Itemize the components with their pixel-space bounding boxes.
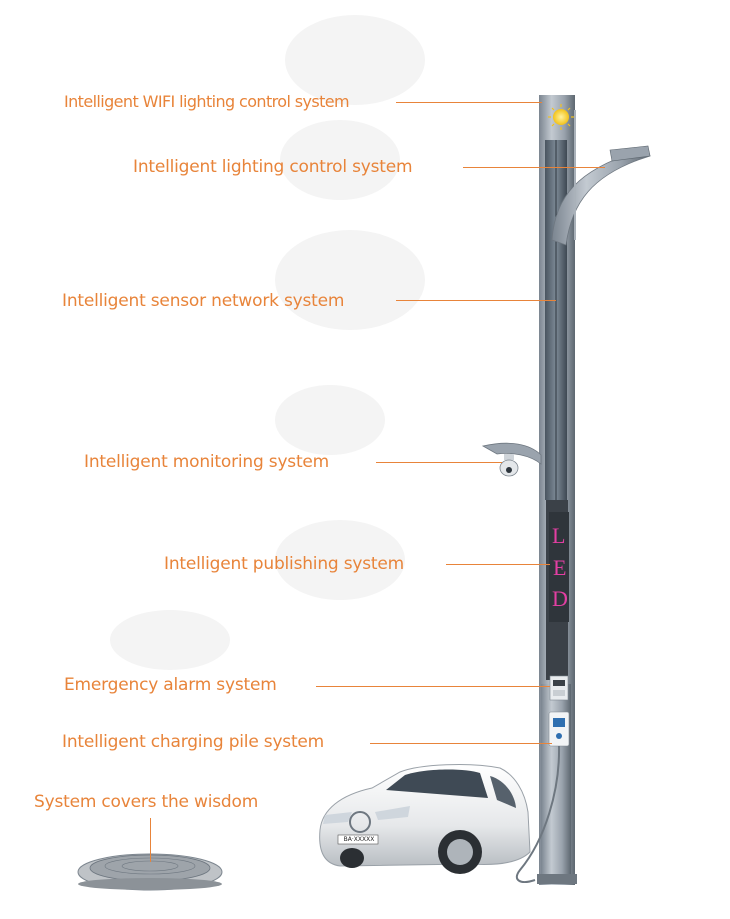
label-emergency-alarm: Emergency alarm system — [64, 675, 277, 695]
leader-wifi-lighting — [396, 102, 542, 103]
label-sensor-network: Intelligent sensor network system — [62, 291, 345, 311]
leader-emergency-alarm — [316, 686, 550, 687]
led-letter-e: E — [553, 555, 567, 580]
charging-pile — [515, 711, 570, 883]
leader-sensor-network — [396, 300, 556, 301]
label-monitoring: Intelligent monitoring system — [84, 452, 330, 472]
leader-charging-pile — [370, 743, 552, 744]
label-wifi-lighting: Intelligent WIFI lighting control system — [64, 92, 350, 111]
camera-dome-icon — [499, 459, 519, 477]
sun-icon — [548, 104, 574, 130]
leader-system-wisdom — [150, 818, 151, 862]
camera-arm — [481, 442, 542, 465]
leader-publishing — [446, 564, 550, 565]
led-letter-l: L — [552, 523, 566, 548]
label-lighting-control: Intelligent lighting control system — [133, 157, 413, 177]
leader-lighting-control — [463, 167, 605, 168]
alarm-panel — [549, 675, 569, 701]
led-letter-d: D — [552, 586, 568, 611]
label-system-wisdom: System covers the wisdom — [34, 792, 259, 812]
label-publishing: Intelligent publishing system — [164, 554, 404, 574]
led-display — [549, 512, 569, 622]
car — [319, 764, 531, 874]
label-charging-pile: Intelligent charging pile system — [62, 732, 325, 752]
leader-monitoring — [376, 462, 502, 463]
license-plate-text: BA·XXXXX — [343, 836, 375, 843]
